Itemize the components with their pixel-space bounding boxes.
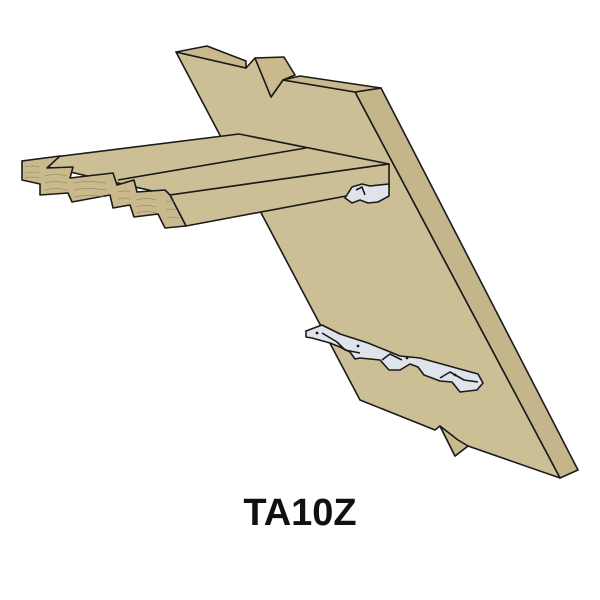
upper-bracket-slot xyxy=(355,186,366,196)
stringer-face xyxy=(175,51,561,479)
model-label: TA10Z xyxy=(243,492,357,534)
wood-grain-lines xyxy=(24,165,180,219)
stringer-notch-end-grain xyxy=(254,56,296,98)
tread-end-grain xyxy=(21,155,187,229)
lower-bracket-ridges xyxy=(321,332,479,383)
stringer-bottom-notch-end-grain xyxy=(439,425,469,457)
bracket-nail-holes xyxy=(315,331,457,377)
stringer-top-end-grain xyxy=(175,45,247,69)
upper-stair-angle-bracket xyxy=(344,183,390,204)
tread-board-seam xyxy=(117,147,307,181)
lower-stair-angle-bracket xyxy=(305,324,484,393)
stringer-top-end-grain-right xyxy=(282,75,382,93)
